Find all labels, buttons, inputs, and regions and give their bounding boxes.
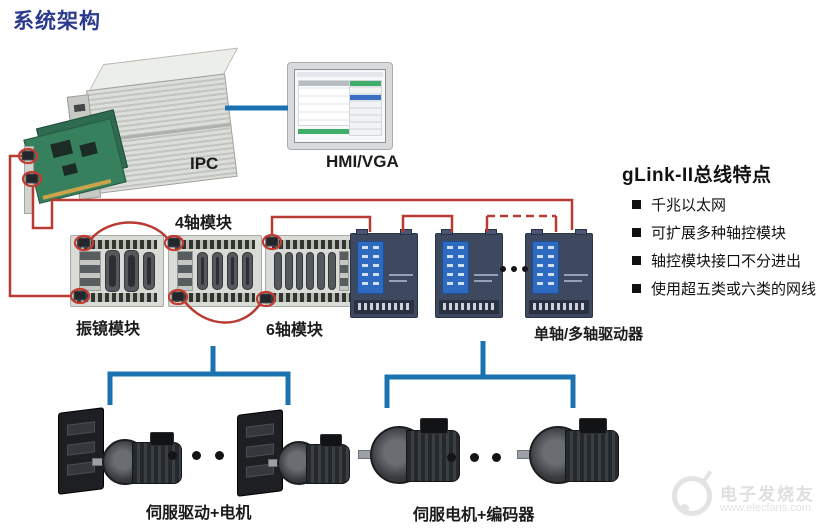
feature-item-1: 千兆以太网 [632,194,726,215]
axis6-module [265,235,358,307]
galvo-module [70,235,164,307]
encoder-motor-ellipsis [447,453,501,462]
features-panel: gLink-II总线特点 [622,160,822,187]
servo-motor-1 [92,432,184,494]
encoder-motor-2 [517,418,621,494]
square-bullet-icon [632,200,641,209]
square-bullet-icon [632,228,641,237]
feature-item-text: 可扩展多种轴控模块 [651,225,787,242]
axis6-module-label: 6轴模块 [266,322,323,339]
feature-item-3: 轴控模块接口不分进出 [632,250,801,271]
hmi-monitor [287,62,393,150]
driver-3 [525,229,593,318]
feature-item-text: 千兆以太网 [651,197,727,214]
servo-drive-motor-label: 伺服驱动+电机 [146,505,252,522]
servo-motor-encoder-label: 伺服电机+编码器 [413,507,535,524]
motion-control-card [18,109,129,218]
ipc-illustration [18,47,239,218]
elecfans-watermark: 电子发烧友 www.elecfans.com [668,468,824,528]
square-bullet-icon [632,256,641,265]
drivers-label: 单轴/多轴驱动器 [534,326,644,343]
servo-motor-2 [268,434,350,494]
bus-driver2-to-driver3-legs [485,216,558,232]
page-title: 系统架构 [13,10,101,33]
watermark-url: www.elecfans.com [720,502,812,514]
elecfans-logo-icon [672,476,712,516]
feature-item-text: 使用超五类或六类的网线 [651,281,817,298]
feature-item-2: 可扩展多种轴控模块 [632,222,786,243]
feature-item-4: 使用超五类或六类的网线 [632,278,816,299]
hmi-label: HMI/VGA [326,152,399,171]
axis4-module-label: 4轴模块 [175,215,232,232]
motor-encoder-branch-right [384,341,576,408]
watermark-brand: 电子发烧友 [720,485,815,504]
features-title: gLink-II总线特点 [622,165,772,186]
driver-2 [435,229,503,318]
hmi-screen [294,69,386,143]
square-bullet-icon [632,284,641,293]
axis4-module [168,235,262,307]
galvo-module-label: 振镜模块 [76,321,141,338]
drive-motor-branch-left [107,346,291,405]
feature-item-text: 轴控模块接口不分进出 [651,253,802,270]
ipc-label: IPC [190,154,219,173]
servo-drive-ellipsis [168,451,224,460]
drivers-ellipsis [500,266,528,272]
driver-1 [350,229,418,318]
